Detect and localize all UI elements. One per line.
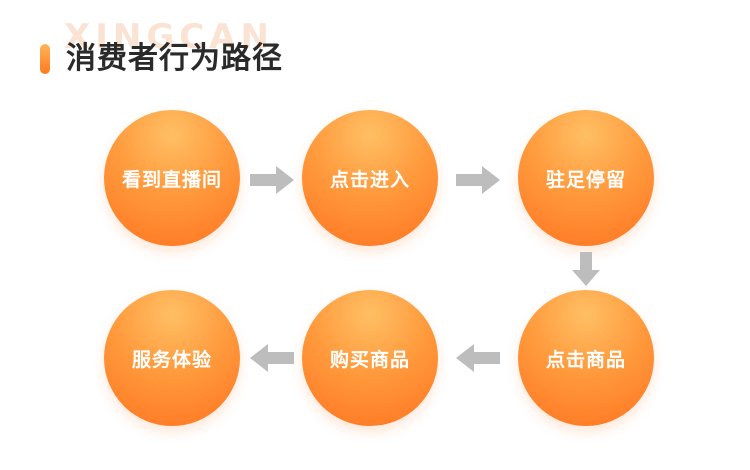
- flow-node-label: 驻足停留: [545, 168, 626, 191]
- flow-node-click-product: 点击商品: [518, 290, 654, 426]
- title-watermark: XINGCAN: [64, 17, 274, 57]
- arrow-right-icon: [250, 166, 294, 194]
- arrow-left-icon: [250, 344, 294, 372]
- flow-node-watch-live: 看到直播间: [104, 110, 240, 246]
- title-accent-bar: [40, 44, 50, 74]
- arrow-left-icon: [456, 344, 500, 372]
- flow-node-purchase: 购买商品: [302, 290, 438, 426]
- flow-node-label: 点击进入: [329, 168, 410, 191]
- arrow-right-icon: [456, 166, 500, 194]
- flow-node-label: 服务体验: [131, 348, 212, 371]
- flow-node-label: 点击商品: [545, 348, 626, 371]
- flow-node-label: 看到直播间: [121, 168, 222, 191]
- flow-node-stay: 驻足停留: [518, 110, 654, 246]
- flow-node-click-enter: 点击进入: [302, 110, 438, 246]
- flow-node-label: 购买商品: [329, 348, 410, 371]
- page-title: 消费者行为路径: [66, 41, 283, 76]
- arrow-down-icon: [572, 252, 600, 286]
- flow-node-service-experience: 服务体验: [104, 290, 240, 426]
